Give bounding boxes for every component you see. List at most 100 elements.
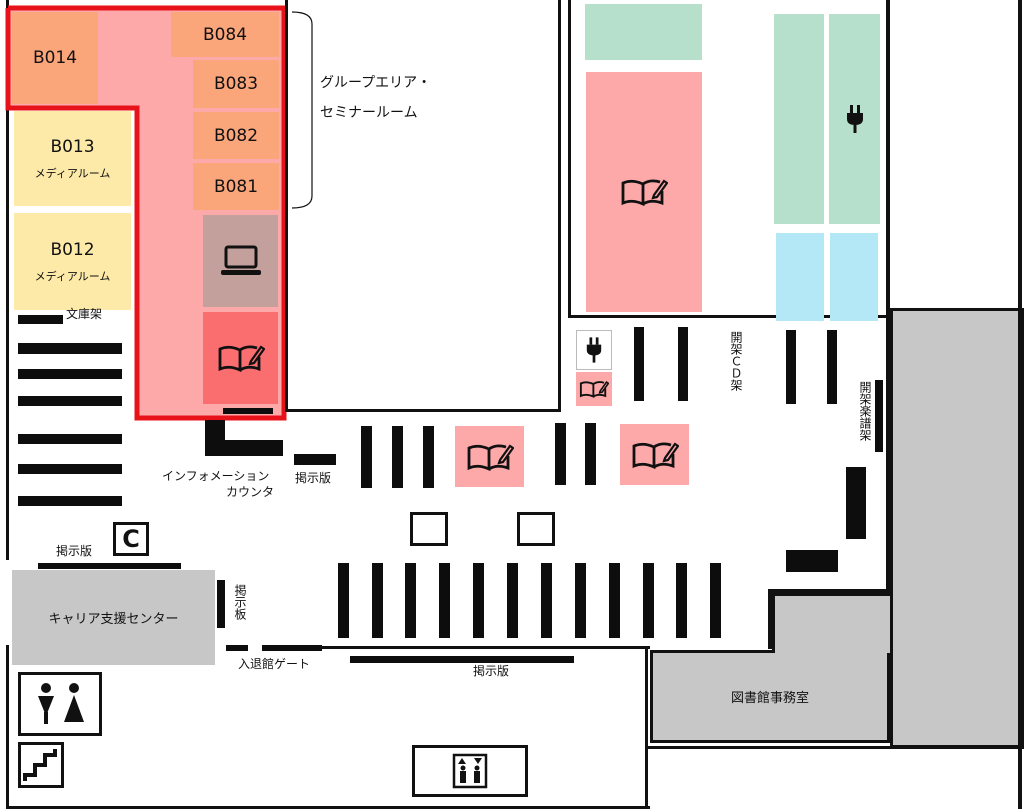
- board-bottom-label: 掲示版: [473, 664, 510, 678]
- inner-wall-right-center-bottom: [568, 315, 888, 318]
- group-area-highlight-outline: [5, 5, 287, 421]
- shelf-bottom-10: [643, 563, 654, 638]
- gate-bar-mid: [262, 645, 322, 651]
- career-center[interactable]: キャリア支援センター: [12, 570, 215, 665]
- study-area-pink-1[interactable]: [203, 312, 278, 404]
- shelf-left-6: [18, 496, 122, 506]
- shelf-right-2: [678, 327, 688, 401]
- board-vertical: [217, 580, 225, 628]
- info-counter-label-line1: インフォメーション: [162, 469, 270, 483]
- board-info-label: 掲示版: [295, 471, 332, 485]
- room-b013[interactable]: B013 メディアルーム: [14, 111, 131, 206]
- power-plug-icon: [586, 337, 602, 363]
- shelf-bottom-7: [541, 563, 552, 638]
- laptop-icon: [220, 245, 261, 275]
- stairs-icon: [18, 742, 64, 788]
- wall-bottom-right: [645, 746, 1024, 749]
- gate-bar-left: [226, 645, 248, 651]
- pillar-1: [410, 512, 448, 546]
- room-b084[interactable]: B084: [171, 12, 279, 57]
- shelf-left-3: [18, 396, 122, 406]
- study-area-large[interactable]: [586, 72, 702, 312]
- wall-right-inner: [886, 0, 890, 592]
- shelf-left-5: [18, 464, 122, 474]
- room-b014[interactable]: B014: [12, 12, 98, 104]
- room-b012-id: B012: [50, 239, 95, 260]
- room-b012-subtitle: メディアルーム: [34, 269, 111, 283]
- study-spot-small[interactable]: [576, 372, 612, 406]
- power-area-col-2[interactable]: [829, 14, 880, 224]
- group-area-label-line1: グループエリア・: [320, 75, 432, 91]
- room-b081-id: B081: [213, 176, 259, 197]
- shelf-center-3: [423, 426, 434, 488]
- shelf-bottom-8: [575, 563, 586, 638]
- seminar-wall-left: [285, 0, 288, 412]
- room-b013-id: B013: [50, 136, 95, 157]
- library-office[interactable]: 図書館事務室: [650, 650, 890, 743]
- wall-right-step-v: [768, 589, 772, 649]
- shelf-center-1: [361, 426, 372, 488]
- room-b084-id: B084: [202, 24, 248, 45]
- shelf-bottom-12: [710, 563, 721, 638]
- staff-area-mid: [772, 593, 890, 653]
- shelf-bottom-4: [439, 563, 450, 638]
- shelf-left-4: [18, 434, 122, 444]
- board-vertical-label: 掲示板: [233, 584, 247, 620]
- pc-area[interactable]: [203, 215, 278, 307]
- shelf-bottom-9: [609, 563, 620, 638]
- career-center-label: キャリア支援センター: [48, 612, 179, 627]
- shelf-bottom-2: [372, 563, 383, 638]
- staff-area-right: [890, 308, 1024, 748]
- power-area-top[interactable]: [585, 4, 702, 60]
- shelf-left-1: [18, 343, 122, 354]
- study-spot-center-2[interactable]: [620, 424, 689, 485]
- shelf-center-5: [585, 423, 596, 485]
- group-area-label-line2: セミナールーム: [320, 105, 418, 121]
- library-office-label: 図書館事務室: [730, 691, 809, 706]
- book-pen-icon: [579, 381, 609, 398]
- board-left: [38, 563, 181, 569]
- room-b012[interactable]: B012 メディアルーム: [14, 213, 131, 310]
- shelf-bottom-1: [338, 563, 349, 638]
- restroom-icon: [18, 672, 102, 736]
- cd-shelf-label: 開架ＣＤ架: [729, 331, 743, 391]
- shelf-center-4: [555, 423, 566, 485]
- room-b083-id: B083: [213, 74, 259, 94]
- shelf-bottom-6: [507, 563, 518, 638]
- wall-far-right: [1018, 0, 1022, 809]
- room-b082-id: B082: [213, 125, 259, 146]
- shelf-bunko: [18, 315, 63, 324]
- seminar-wall-right: [558, 0, 561, 412]
- inner-wall-right-center: [568, 0, 571, 317]
- seminar-wall-bottom: [285, 409, 561, 412]
- shelf-right-5: [846, 467, 866, 539]
- power-spot[interactable]: [576, 330, 612, 370]
- outer-wall-left: [6, 0, 9, 560]
- shelf-right-3: [786, 330, 796, 404]
- wall-right-step-h: [768, 589, 890, 593]
- book-pen-icon: [621, 179, 668, 207]
- room-b081[interactable]: B081: [193, 163, 279, 210]
- elevator-icon: [412, 745, 528, 797]
- power-area-col-1[interactable]: [774, 14, 824, 224]
- room-b013-subtitle: メディアルーム: [34, 166, 111, 180]
- blue-area-1[interactable]: [776, 233, 824, 321]
- shelf-bottom-3: [405, 563, 416, 638]
- shelf-right-1: [634, 327, 644, 401]
- group-area-bracket: [291, 11, 313, 209]
- score-shelf-label: 開架楽譜架: [858, 381, 872, 441]
- info-counter-top: [223, 408, 273, 414]
- room-b082[interactable]: B082: [193, 112, 279, 159]
- copy-c-icon: C: [113, 522, 149, 556]
- room-b083[interactable]: B083: [193, 60, 279, 108]
- room-b014-id: B014: [32, 48, 78, 68]
- pillar-2: [517, 512, 555, 546]
- board-left-label: 掲示版: [56, 544, 93, 558]
- outer-wall-bottom-right-step: [645, 648, 648, 809]
- study-spot-center-1[interactable]: [455, 426, 524, 487]
- gate-wall: [320, 646, 650, 649]
- info-counter-horizontal: [205, 440, 283, 456]
- shelf-right-4: [827, 330, 837, 404]
- blue-area-2[interactable]: [830, 233, 878, 321]
- book-pen-icon: [632, 441, 679, 469]
